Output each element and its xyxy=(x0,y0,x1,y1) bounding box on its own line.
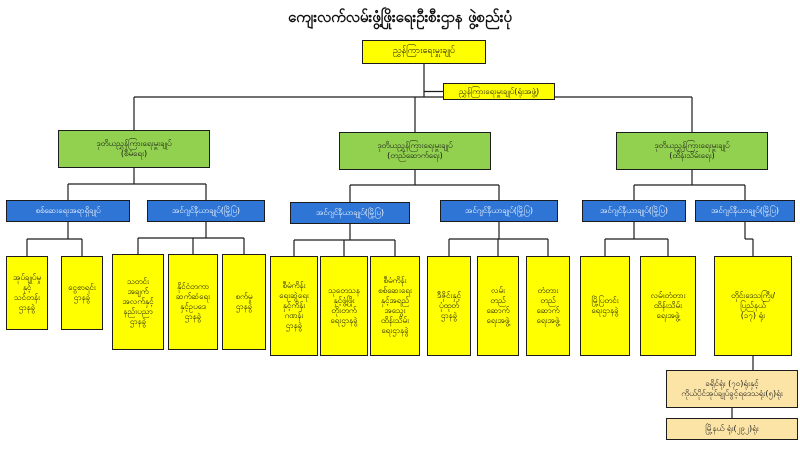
unit-road-construction: လမ်း တည် ဆောက် ရေးအဖွဲ့ xyxy=(477,256,519,356)
unit-research-development: သုတေသန နှင့်ဖွံ့ဖြိုး တိုးတက် ရေးဌာနခွဲ xyxy=(320,256,368,356)
unit-planning-statistics: စီမံကိန်း ရေးဆွဲရေး နှင့်ကိန်း ဂဏန်း ဌာန… xyxy=(270,256,318,356)
unit-regional-offices: တိုင်းဒေသကြီး/ ပြည်နယ် (၁၇) ရုံး xyxy=(714,256,792,356)
chart-title: ကျေးလက်လမ်းဖွံ့ဖြိုးရေးဦးစီးဌာန ဖွဲ့စည်း… xyxy=(288,8,512,26)
unit-international-relations: နိုင်ငံတကာ ဆက်ဆံရေး နှင့်ဥပဒေ ဌာနခွဲ xyxy=(168,254,218,350)
chief-engineer-box-4: အင်ဂျင်နီယာချုပ်(မြို့ပြ) xyxy=(582,200,686,222)
unit-finance: ငွေစာရင်း ဌာနခွဲ xyxy=(61,256,103,330)
audit-director-box: စစ်ဆေးရေးအရာရှိချုပ် xyxy=(6,200,130,222)
unit-design-drawing: ဒီဇိုင်းနှင့် ပုံထုတ် ဌာနခွဲ xyxy=(427,256,471,356)
unit-project-quality: စီမံကိန်း စစ်ဆေးရေး နှင့်အရည် အသွေး ထိန်… xyxy=(370,256,420,356)
chief-engineer-box-1: အင်ဂျင်နီယာချုပ်(မြို့ပြ) xyxy=(147,200,265,222)
unit-machinery: စက်မှု ဌာနခွဲ xyxy=(222,254,266,350)
dg-office-box: ညွှန်ကြားရေးမှူးချုပ်(ရုံးအဖွဲ့) xyxy=(443,83,555,100)
deputy-dg-admin-box: ဒုတိယညွှန်ကြားရေးမှူးချုပ် (စီမံရေး) xyxy=(58,130,210,168)
unit-admin-training: အုပ်ချုပ်မှု နှင့် သင်တန်း ဌာနခွဲ xyxy=(6,256,48,330)
unit-bridge-construction: တံတား တည် ဆောက် ရေးအဖွဲ့ xyxy=(526,256,570,356)
deputy-dg-construction-box: ဒုတိယညွှန်ကြားရေးမှူးချုပ် (တည်ဆောက်ရေး) xyxy=(339,132,491,170)
chief-engineer-box-2: အင်ဂျင်နီယာချုပ်(မြို့ပြ) xyxy=(290,202,410,224)
director-general-box: ညွှန်ကြားရေးမှူးချုပ် xyxy=(362,40,486,64)
chief-engineer-box-5: အင်ဂျင်နီယာချုပ်(မြို့ပြ) xyxy=(695,200,795,222)
unit-information-technology: သတင်း အချက် အလက်နှင့် နည်းပညာ ဌာနခွဲ xyxy=(112,254,164,350)
township-offices-box: မြို့နယ် ရုံး(၂၉၂)ရုံး xyxy=(666,418,798,440)
deputy-dg-maintenance-box: ဒုတိယညွှန်ကြားရေးမှူးချုပ် (ထိန်းသိမ်းရေ… xyxy=(616,132,768,170)
unit-urban-maintenance: မြို့ပြတင်း ရေးဌာနခွဲ xyxy=(580,256,630,356)
district-offices-box: ခရိုင်ရုံး (၇၀)ရုံးနှင့် ကိုယ်ပိုင်အုပ်ခ… xyxy=(666,370,798,408)
unit-road-bridge-maintenance: လမ်းတံတား ထိန်းသိမ်း ရေးအဖွဲ့ xyxy=(640,256,696,356)
chief-engineer-box-3: အင်ဂျင်နီယာချုပ်(မြို့ပြ) xyxy=(440,200,558,222)
